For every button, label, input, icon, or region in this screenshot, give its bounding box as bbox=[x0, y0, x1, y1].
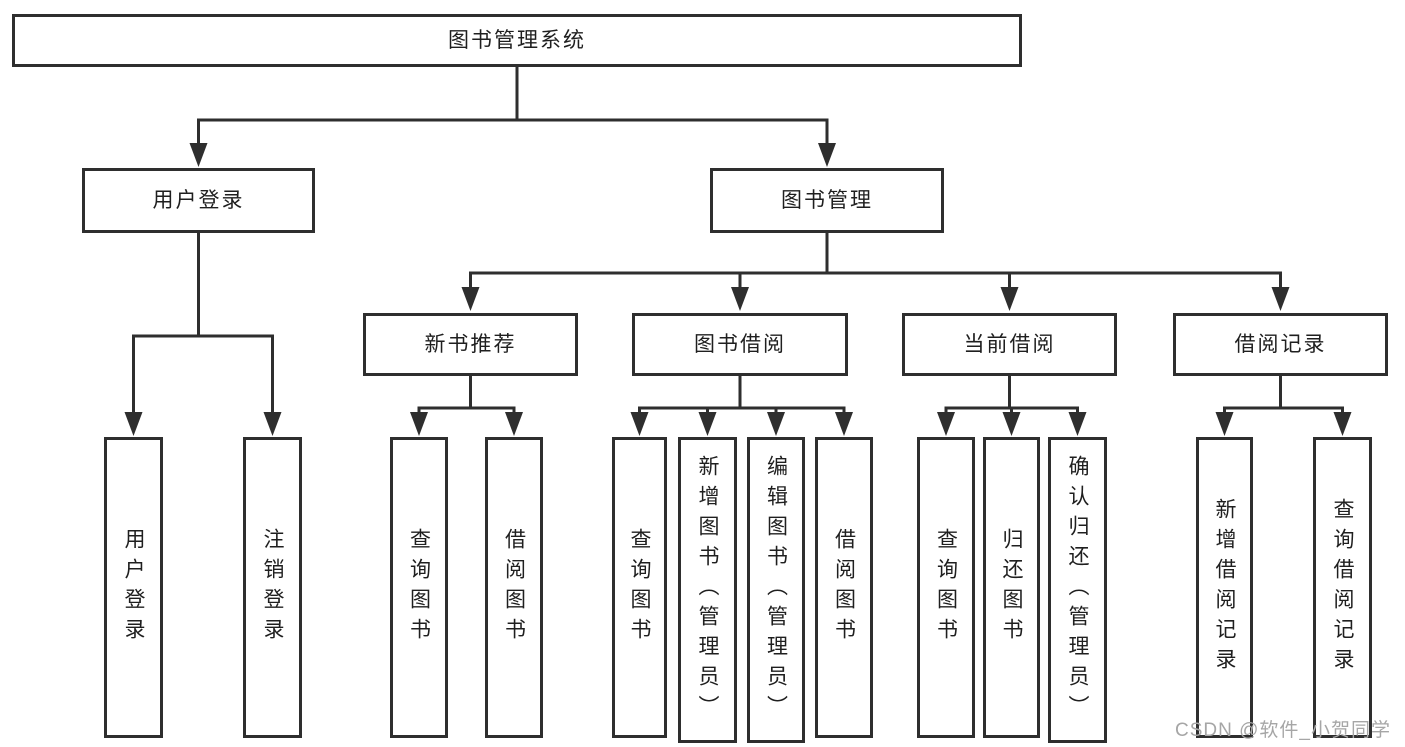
node-user-login: 用户登录 bbox=[104, 437, 163, 738]
node-current-borrowing: 当前借阅 bbox=[902, 313, 1117, 376]
node-label: 新书推荐 bbox=[424, 333, 517, 356]
node-label: 用户登录 bbox=[122, 527, 145, 648]
arrowhead bbox=[731, 287, 749, 311]
connector-line bbox=[1223, 376, 1344, 418]
connector-line bbox=[638, 376, 846, 418]
node-borrowing-records: 借阅记录 bbox=[1173, 313, 1388, 376]
node-confirm-return-admin: 确认归还（管理员） bbox=[1048, 437, 1107, 743]
arrowhead bbox=[835, 412, 853, 436]
node-book-borrowing: 图书借阅 bbox=[632, 313, 848, 376]
arrowhead bbox=[698, 412, 717, 436]
watermark-text: CSDN @软件_小贺同学 bbox=[1175, 720, 1391, 741]
connector-line bbox=[944, 376, 1079, 418]
node-label: 确认归还（管理员） bbox=[1066, 455, 1089, 725]
arrowhead bbox=[818, 143, 836, 167]
node-label: 用户登录 bbox=[152, 189, 245, 212]
arrowhead bbox=[505, 412, 523, 436]
connector-borrowing-records bbox=[1215, 376, 1352, 436]
node-logout: 注销登录 bbox=[243, 437, 302, 738]
node-add-books-admin: 新增图书（管理员） bbox=[678, 437, 737, 743]
node-query-books-borrowing: 查询图书 bbox=[612, 437, 667, 738]
node-borrow-books-recommend: 借阅图书 bbox=[485, 437, 543, 738]
node-label: 新增图书（管理员） bbox=[696, 455, 719, 725]
arrowhead bbox=[630, 412, 649, 436]
connector-book-borrowing bbox=[630, 376, 853, 436]
connector-line bbox=[417, 376, 516, 418]
connector-new-book-recommend bbox=[410, 376, 523, 436]
node-book-management: 图书管理 bbox=[710, 168, 944, 233]
node-query-books-recommend: 查询图书 bbox=[390, 437, 448, 738]
connector-user-login-branch bbox=[124, 233, 282, 436]
connector-line bbox=[469, 233, 1282, 294]
connector-line bbox=[197, 66, 829, 150]
node-query-books-current: 查询图书 bbox=[917, 437, 975, 738]
node-label: 注销登录 bbox=[261, 527, 284, 648]
arrowhead bbox=[1215, 412, 1234, 436]
node-add-borrow-record: 新增借阅记录 bbox=[1196, 437, 1253, 738]
arrowhead bbox=[937, 412, 955, 436]
arrowhead bbox=[410, 412, 428, 436]
node-label: 借阅图书 bbox=[502, 527, 526, 648]
arrowhead bbox=[461, 287, 480, 311]
node-system-root: 图书管理系统 bbox=[12, 14, 1022, 67]
node-edit-books-admin: 编辑图书（管理员） bbox=[747, 437, 805, 743]
arrowhead bbox=[124, 412, 143, 436]
node-label: 查询图书 bbox=[628, 527, 651, 648]
arrowhead bbox=[263, 412, 282, 436]
node-label: 当前借阅 bbox=[963, 333, 1056, 356]
node-new-book-recommend: 新书推荐 bbox=[363, 313, 578, 376]
node-borrow-books: 借阅图书 bbox=[815, 437, 873, 738]
node-label: 查询借阅记录 bbox=[1331, 497, 1354, 678]
connector-book-management-to-level3 bbox=[461, 233, 1290, 311]
node-label: 图书管理系统 bbox=[448, 29, 586, 52]
node-label: 查询图书 bbox=[934, 527, 958, 648]
node-label: 借阅图书 bbox=[832, 527, 856, 648]
connector-root-to-branches bbox=[189, 66, 836, 167]
node-label: 图书借阅 bbox=[694, 333, 786, 356]
arrowhead bbox=[1000, 287, 1019, 311]
arrowhead bbox=[1271, 287, 1290, 311]
node-label: 归还图书 bbox=[1000, 527, 1023, 648]
node-label: 编辑图书（管理员） bbox=[764, 455, 788, 725]
node-user-login-branch: 用户登录 bbox=[82, 168, 315, 233]
arrowhead bbox=[1002, 412, 1021, 436]
node-label: 新增借阅记录 bbox=[1213, 497, 1236, 678]
node-query-borrow-record: 查询借阅记录 bbox=[1313, 437, 1372, 738]
arrowhead bbox=[767, 412, 785, 436]
arrowhead bbox=[189, 143, 208, 167]
node-return-books: 归还图书 bbox=[983, 437, 1040, 738]
node-label: 图书管理 bbox=[781, 189, 873, 212]
arrowhead bbox=[1068, 412, 1087, 436]
node-label: 查询图书 bbox=[407, 527, 431, 648]
connector-current-borrowing bbox=[937, 376, 1087, 436]
node-label: 借阅记录 bbox=[1234, 333, 1327, 356]
connector-line bbox=[132, 233, 274, 418]
arrowhead bbox=[1333, 412, 1352, 436]
